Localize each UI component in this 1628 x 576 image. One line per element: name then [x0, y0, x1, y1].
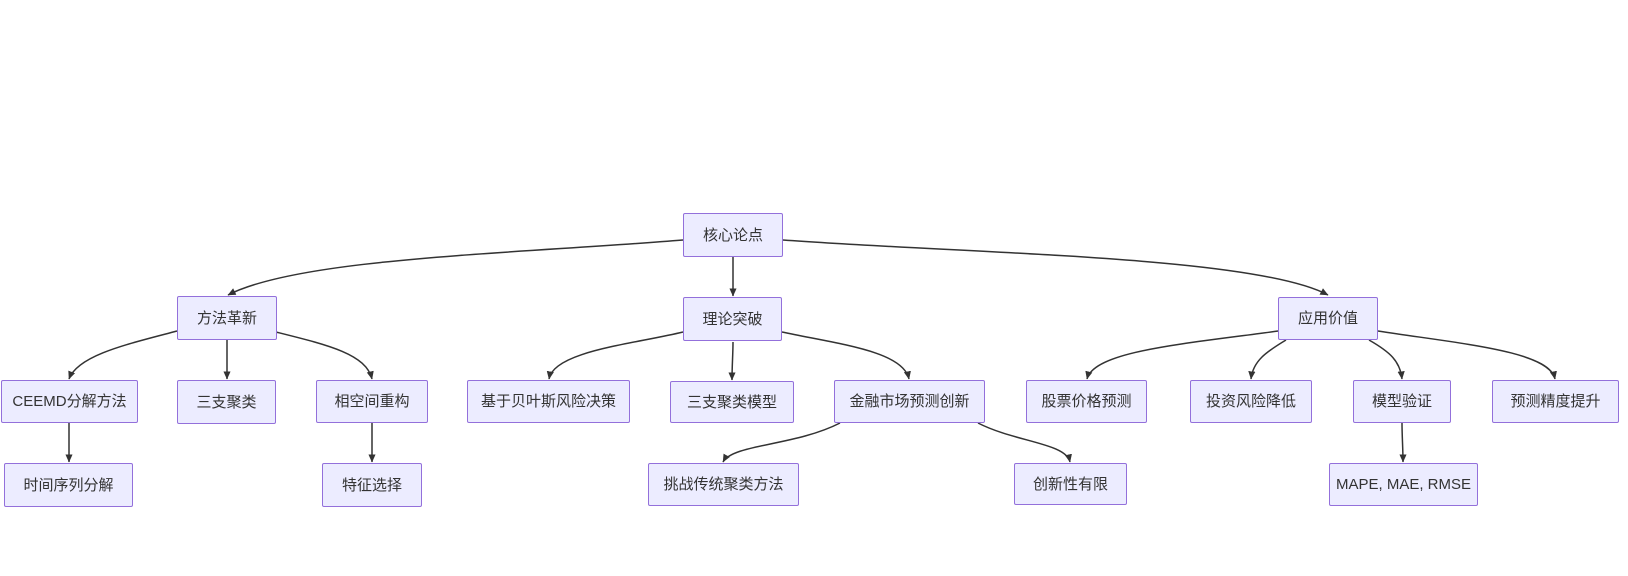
node-label: 时间序列分解 — [23, 476, 114, 494]
node-label: 相空间重构 — [334, 393, 410, 410]
node-time-series-decomposition: 时间序列分解 — [4, 463, 133, 507]
node-model-validation: 模型验证 — [1353, 380, 1451, 423]
node-method-innovation: 方法革新 — [177, 296, 277, 340]
node-investment-risk-reduction: 投资风险降低 — [1190, 380, 1312, 423]
node-bayesian-risk-decision: 基于贝叶斯风险决策 — [467, 380, 630, 423]
edge-theoretical-breakthrough-to-three-way-clustering-model — [728, 341, 736, 381]
node-stock-price-prediction: 股票价格预测 — [1026, 380, 1147, 423]
node-label: 基于贝叶斯风险决策 — [480, 393, 616, 410]
node-label: 金融市场预测创新 — [849, 393, 970, 410]
edge-theoretical-breakthrough-to-bayesian-risk-decision — [546, 331, 684, 380]
node-label: 预测精度提升 — [1510, 393, 1601, 410]
node-three-way-clustering-model: 三支聚类模型 — [670, 381, 794, 423]
node-label: 理论突破 — [702, 310, 763, 328]
node-label: 创新性有限 — [1032, 475, 1108, 493]
node-evaluation-metrics: MAPE, MAE, RMSE — [1329, 463, 1478, 506]
node-label: 应用价值 — [1297, 310, 1358, 327]
edge-application-value-to-investment-risk-reduction — [1248, 339, 1287, 380]
edge-core-thesis-to-application-value — [782, 239, 1329, 296]
node-feature-selection: 特征选择 — [322, 463, 422, 507]
node-label: CEEMD分解方法 — [12, 393, 127, 410]
edge-method-innovation-to-phase-space-reconstruction — [275, 331, 374, 380]
node-label: 股票价格预测 — [1041, 393, 1132, 410]
node-label: 模型验证 — [1371, 393, 1432, 410]
node-label: 三支聚类模型 — [686, 393, 777, 411]
node-core-thesis: 核心论点 — [683, 213, 783, 257]
node-label: 核心论点 — [702, 226, 763, 244]
node-forecast-accuracy-improvement: 预测精度提升 — [1492, 380, 1619, 423]
edge-method-innovation-to-ceemd-decomposition — [68, 330, 178, 380]
node-phase-space-reconstruction: 相空间重构 — [316, 380, 428, 423]
node-application-value: 应用价值 — [1278, 297, 1378, 340]
edge-application-value-to-forecast-accuracy-improvement — [1377, 330, 1557, 380]
node-label: 投资风险降低 — [1205, 393, 1296, 410]
node-label: MAPE, MAE, RMSE — [1335, 476, 1472, 493]
node-financial-market-forecast-innovation: 金融市场预测创新 — [834, 380, 985, 423]
node-label: 特征选择 — [341, 476, 402, 494]
node-three-way-clustering: 三支聚类 — [177, 380, 276, 424]
node-label: 挑战传统聚类方法 — [663, 476, 784, 493]
node-ceemd-decomposition: CEEMD分解方法 — [1, 380, 138, 423]
edge-financial-market-forecast-innovation-to-limited-novelty — [977, 422, 1072, 463]
edge-application-value-to-model-validation — [1368, 339, 1405, 380]
node-label: 三支聚类 — [196, 393, 257, 411]
edge-theoretical-breakthrough-to-financial-market-forecast-innovation — [781, 331, 911, 380]
node-limited-novelty: 创新性有限 — [1014, 463, 1127, 505]
edge-core-thesis-to-method-innovation — [227, 239, 684, 296]
edge-financial-market-forecast-innovation-to-challenge-traditional-clustering — [722, 422, 841, 463]
node-label: 方法革新 — [196, 309, 257, 327]
node-challenge-traditional-clustering: 挑战传统聚类方法 — [648, 463, 799, 506]
edge-application-value-to-stock-price-prediction — [1085, 330, 1279, 380]
edge-model-validation-to-evaluation-metrics — [1399, 422, 1407, 463]
node-theoretical-breakthrough: 理论突破 — [683, 297, 782, 341]
